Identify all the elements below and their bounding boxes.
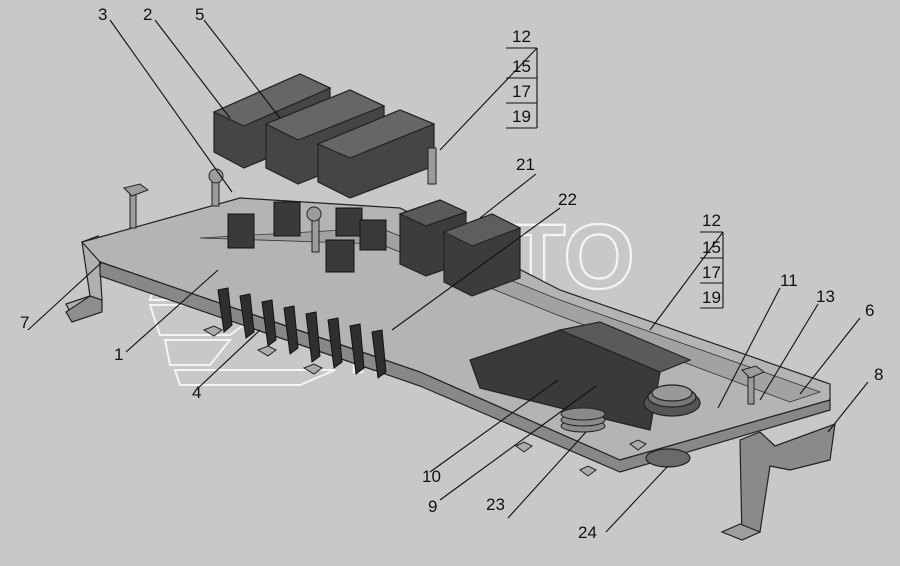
callout-6: 6 [865,301,874,320]
callout-9: 9 [428,497,437,516]
stack-mid-12: 12 [702,211,721,230]
fuse-holders [227,201,387,273]
callout-13: 13 [816,287,835,306]
callout-4: 4 [192,383,201,402]
stack-mid-15: 15 [702,238,721,257]
callout-5: 5 [195,5,204,24]
large-relays [212,73,436,199]
stack-top-15: 15 [512,57,531,76]
connector-ring [643,384,701,468]
stack-top-17: 17 [512,82,531,101]
terminal-plate [469,321,692,431]
small-relays [398,199,522,297]
callout-11: 11 [780,271,798,290]
bolts [123,147,765,405]
callout-10: 10 [422,467,441,486]
stack-top-19: 19 [512,107,531,126]
callout-21: 21 [516,155,535,174]
callout-22: 22 [558,190,577,209]
callout-7: 7 [20,313,29,332]
stack-mid-19: 19 [702,288,721,307]
leader-lines [27,19,869,533]
callout-8: 8 [874,365,883,384]
callout-24: 24 [578,523,597,542]
fuse-row [217,287,387,379]
callout-3: 3 [98,5,107,24]
callout-2: 2 [143,5,152,24]
callout-1: 1 [114,345,123,364]
spring-washer [560,407,606,433]
callout-23: 23 [486,495,505,514]
bracket-right [720,423,836,541]
stack-mid-17: 17 [702,263,721,282]
stack-top-12: 12 [512,27,531,46]
callout-labels: 3 2 5 12 15 17 19 21 22 12 15 17 19 11 1… [20,5,883,542]
nuts [202,325,647,477]
